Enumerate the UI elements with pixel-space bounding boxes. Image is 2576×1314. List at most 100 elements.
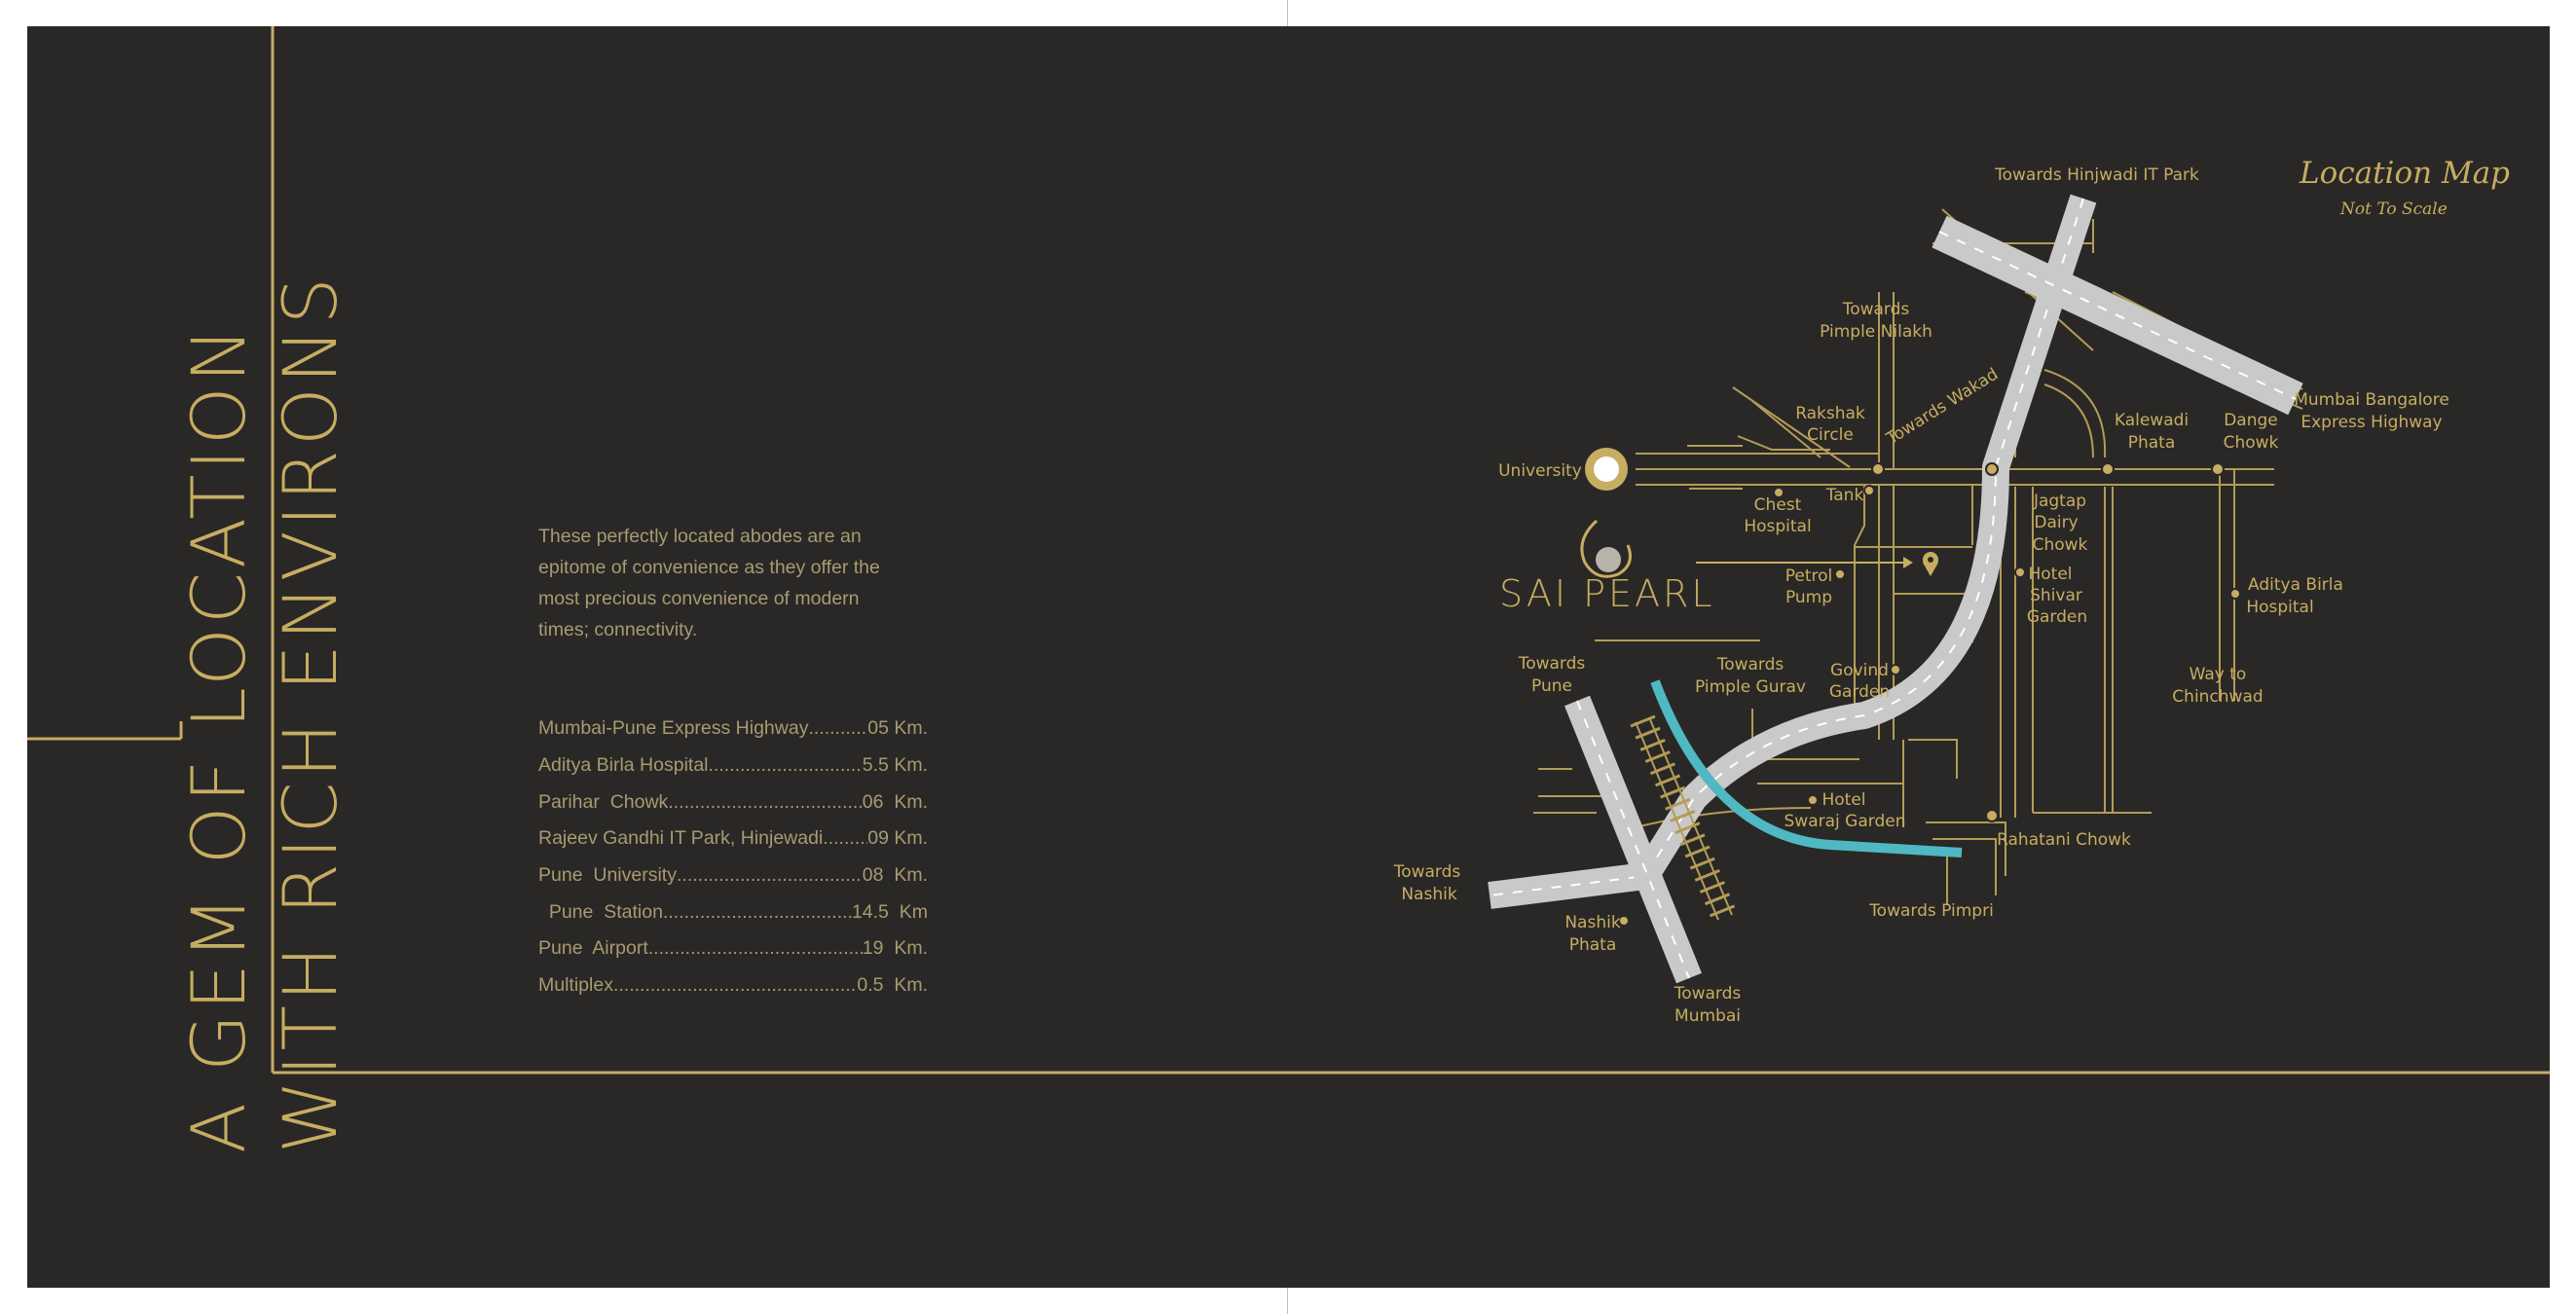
railway-tie	[1704, 893, 1731, 906]
mumbai-bangalore-highway	[1932, 215, 2303, 416]
label-dange-2: Chowk	[2224, 433, 2279, 453]
label-jagtap-2: Dairy	[2034, 513, 2078, 532]
distance-list: Mumbai-Pune Express Highway 05 Km. Aditya …	[538, 711, 928, 1004]
distance-leader-dots	[668, 791, 862, 814]
label-rahatani: Rahatani Chowk	[1997, 830, 2131, 850]
label-petrol-1: Petrol	[1785, 566, 1833, 586]
distance-label: Parihar Chowk	[538, 790, 669, 813]
vertical-title: A GEM OF LOCATION WITH RICH ENVIRONS	[173, 274, 356, 1153]
railway-tie	[1710, 904, 1736, 918]
label-govind-2: Garden	[1829, 682, 1890, 702]
distance-row: Parihar Chowk 06 Km.	[538, 784, 928, 821]
railway-tie	[1644, 750, 1671, 763]
label-rakshak-2: Circle	[1807, 425, 1854, 445]
distance-value: 14.5 Km	[851, 900, 928, 923]
label-swaraj-1: Hotel	[1822, 790, 1865, 810]
label-pimple-nilakh-2: Pimple Nilakh	[1820, 322, 1932, 342]
distance-leader-dots	[663, 901, 852, 924]
distance-row: Mumbai-Pune Express Highway 05 Km.	[538, 711, 928, 748]
distance-row: Pune Station 14.5 Km	[538, 894, 928, 931]
railway-tie	[1679, 833, 1706, 847]
distance-row: Pune Airport 19 Km.	[538, 931, 928, 967]
railway-tie	[1674, 821, 1701, 835]
label-dange-1: Dange	[2224, 411, 2278, 430]
distance-leader-dots	[677, 864, 863, 887]
railway-track	[1635, 716, 1733, 921]
project-location-pin-tip	[1923, 563, 1938, 576]
label-shivar-3: Garden	[2027, 607, 2087, 627]
map-labels: Towards Hinjwadi IT Park Towards Pimple …	[1393, 165, 2449, 1026]
distance-value: 06 Km.	[862, 790, 928, 813]
railway-ties	[1630, 714, 1736, 918]
label-jagtap-1: Jagtap	[2033, 492, 2086, 511]
label-mbh-2: Express Highway	[2300, 413, 2442, 432]
label-tank: Tank	[1825, 486, 1864, 505]
label-nphata-1: Nashik	[1564, 913, 1620, 932]
distance-label: Aditya Birla Hospital	[538, 754, 709, 777]
distance-row: Multiplex0.5 Km.	[538, 967, 928, 1004]
university-marker-inner	[1594, 456, 1619, 482]
label-gurav-2: Pimple Gurav	[1695, 677, 1806, 697]
label-jagtap-3: Chowk	[2033, 535, 2088, 555]
railway-tie	[1684, 845, 1711, 858]
distance-value: 08 Km.	[862, 864, 928, 887]
railway-tie	[1649, 762, 1675, 776]
railway-tie	[1694, 868, 1720, 882]
label-nashik-2: Nashik	[1401, 885, 1456, 904]
label-petrol-2: Pump	[1785, 588, 1832, 607]
distance-value: 19 Km.	[862, 937, 928, 960]
fold-mark-top	[1287, 0, 1288, 26]
label-mumbai-1: Towards	[1674, 984, 1742, 1004]
street-grid	[1533, 208, 2303, 905]
railway-tie	[1689, 857, 1715, 870]
distance-label: Multiplex	[538, 974, 613, 997]
intro-paragraph: These perfectly located abodes are an ep…	[538, 526, 880, 640]
railway-tie	[1639, 738, 1666, 751]
brochure-panel	[27, 26, 2550, 1288]
label-nphata-2: Phata	[1569, 935, 1617, 955]
map-subtitle: Not To Scale	[2340, 200, 2447, 219]
label-pimpri: Towards Pimpri	[1868, 901, 1994, 921]
title-line-1: A GEM OF LOCATION	[175, 323, 262, 1153]
label-chest-1: Chest	[1754, 495, 1802, 515]
frame-lines	[27, 26, 2550, 1075]
railway-tie	[1635, 726, 1661, 740]
label-pimple-nilakh-1: Towards	[1842, 300, 1910, 319]
distance-label: Mumbai-Pune Express Highway	[538, 717, 809, 740]
project-pointer-head	[1903, 557, 1913, 568]
distance-row: Rajeev Gandhi IT Park, Hinjewadi 09 Km.	[538, 821, 928, 858]
pune-mumbai-road	[1564, 695, 1702, 984]
label-mumbai-2: Mumbai	[1674, 1006, 1741, 1026]
distance-row: Aditya Birla Hospital 5.5 Km.	[538, 748, 928, 785]
distance-label: Pune Station	[538, 900, 663, 923]
river	[1650, 679, 1963, 858]
label-nashik-1: Towards	[1393, 862, 1461, 882]
label-rakshak-1: Rakshak	[1795, 404, 1865, 423]
label-govind-1: Govind	[1830, 661, 1889, 680]
railway-tie	[1630, 714, 1656, 728]
railway-tie	[1699, 881, 1725, 894]
label-swaraj-2: Swaraj Garden	[1785, 812, 1906, 831]
railway-tie	[1654, 774, 1681, 787]
distance-label: Pune Airport	[538, 937, 648, 960]
distance-label: Rajeev Gandhi IT Park, Hinjewadi	[538, 827, 824, 850]
label-hinjwadi: Towards Hinjwadi IT Park	[1994, 165, 2199, 185]
distance-leader-dots	[709, 754, 863, 777]
label-shivar-2: Shivar	[2030, 586, 2082, 605]
distance-label: Pune University	[538, 864, 677, 887]
distance-value: 09 Km.	[867, 827, 928, 850]
label-wakad: Towards Wakad	[1883, 365, 2002, 450]
distance-leader-dots	[823, 827, 867, 850]
distance-leader-dots	[613, 974, 857, 997]
railway-tie	[1660, 785, 1686, 799]
label-aditya-2: Hospital	[2246, 598, 2313, 617]
railway-tie	[1665, 797, 1691, 811]
title-line-2: WITH RICH ENVIRONS	[267, 274, 353, 1153]
fold-mark-bottom	[1287, 1288, 1288, 1314]
distance-value: 5.5 Km.	[862, 754, 928, 777]
label-chinchwad-1: Way to	[2190, 665, 2247, 684]
label-chest-2: Hospital	[1744, 517, 1811, 536]
distance-value: 05 Km.	[867, 717, 928, 740]
label-kalewadi-2: Phata	[2128, 433, 2176, 453]
label-kalewadi-1: Kalewadi	[2115, 411, 2189, 430]
